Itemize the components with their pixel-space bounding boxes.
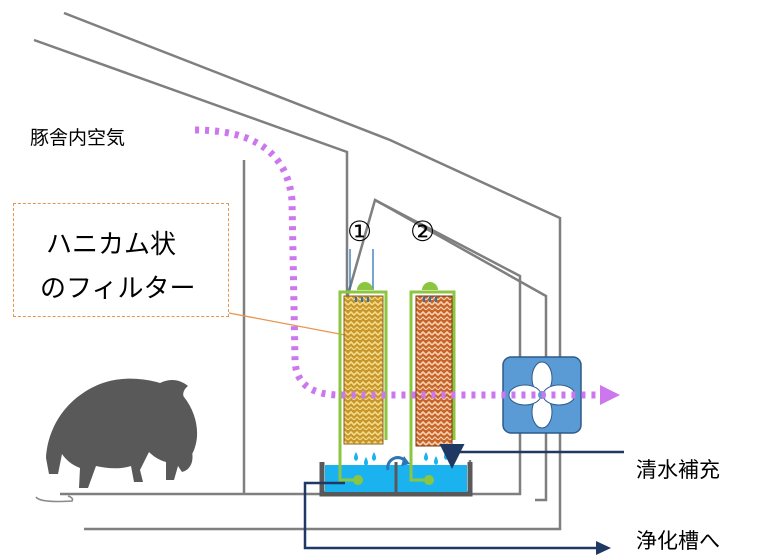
- filter-number-1: ①: [347, 215, 373, 248]
- filter-callout-box: [13, 203, 229, 317]
- callout-leader-line: [228, 312, 346, 336]
- filter-2: [409, 282, 456, 485]
- to-purification-tank-label: 浄化槽へ: [636, 529, 720, 553]
- filter-1: [338, 249, 388, 485]
- filter-label-line2: のフィルター: [40, 274, 196, 304]
- filter-number-2: ②: [410, 215, 436, 248]
- sprinkler-icon: [422, 282, 438, 290]
- water-trough: [319, 462, 473, 497]
- spray-drops: [355, 297, 437, 302]
- fresh-water-pipe: [439, 444, 624, 469]
- airflow-arrow: [194, 126, 620, 405]
- circular-arrow-icon: [386, 456, 410, 471]
- fresh-water-supply-label: 清水補充: [636, 458, 720, 482]
- sprinkler-icon: [357, 282, 373, 290]
- feed-trough: [35, 495, 74, 503]
- indoor-air-label: 豚舎内空気: [30, 127, 126, 149]
- pig-silhouette-icon: [46, 378, 198, 488]
- outflow-pipe: [303, 481, 611, 555]
- filter-label-line1: ハニカム状: [46, 230, 177, 260]
- building-outline: [33, 11, 562, 531]
